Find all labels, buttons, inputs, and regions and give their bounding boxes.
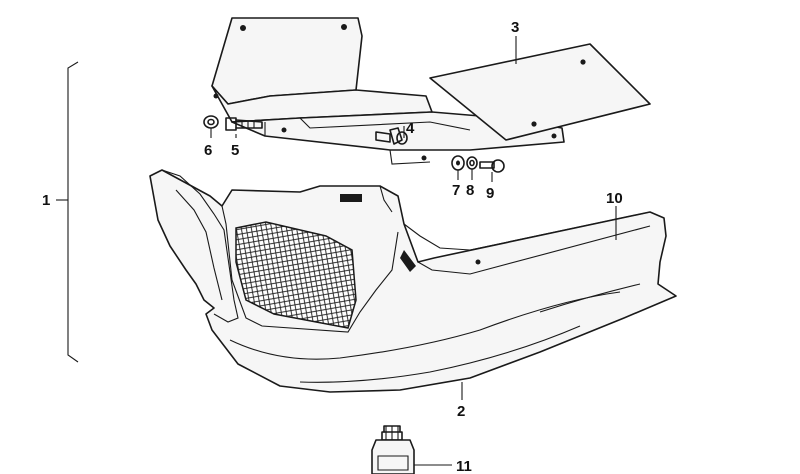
callout-10: 10 [606, 190, 623, 207]
washer-8 [466, 156, 478, 170]
callout-5: 5 [231, 142, 239, 159]
upper-mounting-bracket [211, 17, 565, 165]
belly-pan [149, 169, 677, 393]
screw-9 [479, 159, 505, 173]
washer-7 [451, 155, 465, 171]
callout-8: 8 [466, 182, 474, 199]
vent-grille [235, 221, 357, 329]
callout-2: 2 [457, 403, 465, 420]
callout-11: 11 [456, 458, 472, 474]
cover-plate [429, 43, 651, 141]
screw-5 [225, 117, 263, 131]
callout-4: 4 [406, 120, 415, 137]
screw-4 [375, 127, 408, 145]
assembly-bracket [67, 61, 79, 363]
adhesive-tube [371, 425, 415, 474]
callout-1: 1 [42, 192, 50, 209]
callout-7: 7 [452, 182, 460, 199]
callout-6: 6 [204, 142, 212, 159]
callout-3: 3 [511, 19, 519, 36]
callout-9: 9 [486, 185, 494, 202]
nut-6 [203, 115, 219, 129]
